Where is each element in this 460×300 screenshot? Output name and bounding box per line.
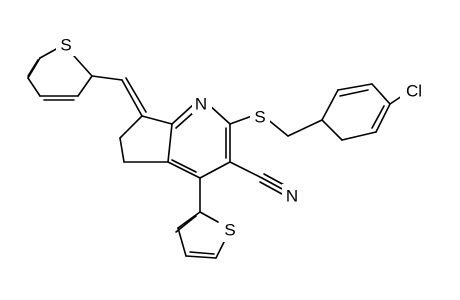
sulfur-atom-link: S	[254, 108, 265, 127]
pyridine-ring	[167, 103, 231, 179]
thiophene-bottom	[175, 177, 227, 259]
chlorophenyl-ring	[321, 83, 403, 141]
nitrile-group	[229, 161, 287, 195]
nitrogen-atom-nitrile: N	[286, 187, 298, 206]
nitrogen-atom-ring: N	[195, 95, 207, 114]
sulfur-atom-bottom: S	[224, 221, 235, 240]
benzylthio-chain	[229, 115, 323, 137]
cyclopentane-ring	[119, 115, 173, 163]
atom-labels: S N S Cl N S	[56, 34, 430, 242]
sulfur-atom-top: S	[60, 36, 71, 55]
chlorine-atom: Cl	[406, 82, 422, 101]
vinyl-linker	[91, 75, 147, 117]
thiophene-top	[27, 47, 93, 101]
